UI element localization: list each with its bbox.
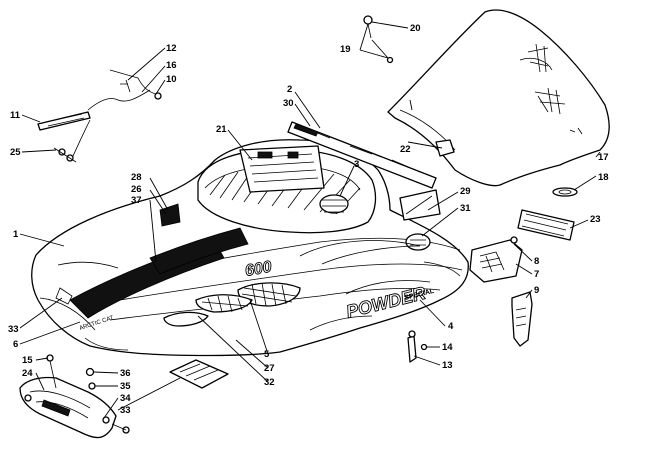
- callout-13: 13: [442, 360, 453, 371]
- hood-decal-strip: [287, 121, 437, 189]
- callout-35: 35: [120, 381, 131, 392]
- callout-5: 5: [264, 349, 270, 360]
- callout-37: 37: [131, 195, 142, 206]
- windshield-washer: [386, 56, 394, 64]
- decal-plate: [169, 359, 229, 389]
- callout-27: 27: [264, 363, 275, 374]
- callout-36: 36: [120, 368, 131, 379]
- hood-latch: [511, 291, 533, 347]
- windshield: [387, 9, 610, 187]
- side-vent: [469, 236, 523, 283]
- windshield-grommet-hole: [558, 189, 572, 195]
- callout-24: 24: [22, 368, 33, 379]
- callout-18: 18: [598, 172, 609, 183]
- callout-33b: 33: [120, 405, 131, 416]
- vent-left: [319, 194, 349, 214]
- harness: [37, 69, 162, 163]
- callout-30: 30: [283, 98, 294, 109]
- callout-14: 14: [442, 342, 453, 353]
- callout-2: 2: [287, 84, 292, 95]
- leader-lines: [19, 21, 601, 419]
- callout-32: 32: [264, 377, 275, 388]
- callout-16: 16: [166, 60, 177, 71]
- callout-22: 22: [400, 144, 411, 155]
- callout-23: 23: [590, 214, 601, 225]
- callout-10: 10: [166, 74, 177, 85]
- callout-12: 12: [166, 43, 177, 54]
- callout-1: 1: [13, 229, 19, 240]
- callout-21: 21: [216, 124, 227, 135]
- hood: [31, 139, 469, 357]
- callout-8: 8: [534, 256, 539, 267]
- callout-15: 15: [22, 355, 33, 366]
- callout-labels: 12 16 10 11 25 2 30 21 3 28 26 37 1 33 6…: [8, 23, 609, 416]
- callout-25: 25: [10, 147, 21, 158]
- callout-33a: 33: [8, 324, 19, 335]
- callout-26: 26: [131, 184, 142, 195]
- nut-35: [88, 382, 96, 390]
- callout-6: 6: [13, 339, 18, 350]
- callout-4: 4: [448, 321, 454, 332]
- cowl-ornament: [405, 233, 431, 251]
- washer-36: [85, 367, 95, 377]
- callout-28: 28: [131, 172, 142, 183]
- callout-29: 29: [460, 186, 471, 197]
- hinge-bracket: [407, 330, 428, 363]
- callout-20: 20: [410, 23, 421, 34]
- windshield-clip: [435, 139, 455, 157]
- callout-31: 31: [460, 203, 471, 214]
- windshield-screw: [363, 15, 373, 25]
- callout-17: 17: [598, 152, 609, 163]
- callout-11: 11: [10, 110, 21, 121]
- callout-9: 9: [534, 285, 539, 296]
- side-reflector: [517, 209, 575, 241]
- callout-7: 7: [534, 269, 539, 280]
- callout-3: 3: [354, 159, 359, 170]
- vent-screw: [510, 236, 518, 244]
- windshield-grommet: [552, 187, 578, 197]
- front-bumper: [19, 376, 117, 439]
- callout-34: 34: [120, 393, 131, 404]
- decal-model: 600: [244, 259, 273, 280]
- callout-19: 19: [340, 44, 351, 55]
